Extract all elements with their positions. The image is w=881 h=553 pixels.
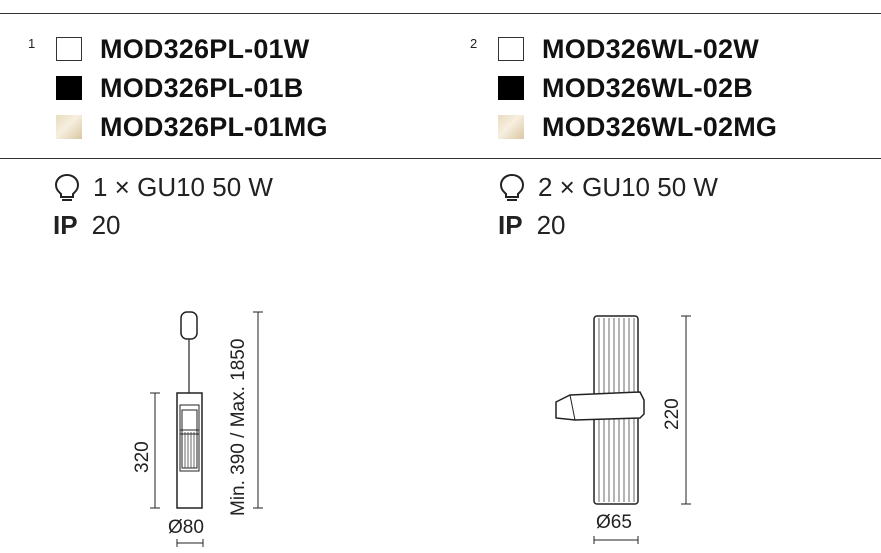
model-row-gold: MOD326PL-01MG (56, 111, 328, 142)
model-code: MOD326WL-02W (542, 33, 759, 64)
model-code: MOD326PL-01W (100, 33, 310, 64)
product-index: 1 (28, 36, 36, 51)
height-dimension-label: 220 (662, 398, 683, 430)
lamp-spec: 1 × GU10 50 W (53, 172, 273, 203)
product-index: 2 (470, 36, 478, 51)
model-code: MOD326WL-02MG (542, 111, 778, 142)
ip-value: 20 (536, 210, 566, 240)
model-code: MOD326PL-01B (100, 72, 304, 103)
diameter-dimension-label: Ø80 (168, 517, 204, 538)
lamp-text: 1 × GU10 50 W (93, 172, 273, 202)
model-row-black: MOD326PL-01B (56, 72, 304, 103)
model-row-black: MOD326WL-02B (498, 72, 753, 103)
white-finish-swatch (498, 37, 524, 61)
model-row-white: MOD326WL-02W (498, 33, 759, 64)
model-code: MOD326WL-02B (542, 72, 753, 103)
black-finish-swatch (498, 76, 524, 100)
lamp-text: 2 × GU10 50 W (538, 172, 718, 202)
gold-finish-swatch (498, 115, 524, 139)
model-row-gold: MOD326WL-02MG (498, 111, 778, 142)
ip-value: 20 (91, 210, 121, 240)
ip-rating: IP 20 (498, 210, 566, 241)
top-divider (0, 13, 881, 14)
ip-rating: IP 20 (53, 210, 121, 241)
gold-finish-swatch (56, 115, 82, 139)
ip-label: IP (53, 210, 78, 240)
white-finish-swatch (56, 37, 82, 61)
diameter-dimension-label: Ø65 (596, 512, 632, 533)
lightbulb-icon (499, 173, 525, 201)
model-code: MOD326PL-01MG (100, 111, 328, 142)
lamp-spec: 2 × GU10 50 W (498, 172, 718, 203)
lightbulb-icon (54, 173, 80, 201)
ip-label: IP (498, 210, 523, 240)
model-row-white: MOD326PL-01W (56, 33, 310, 64)
black-finish-swatch (56, 76, 82, 100)
middle-divider (0, 158, 881, 159)
